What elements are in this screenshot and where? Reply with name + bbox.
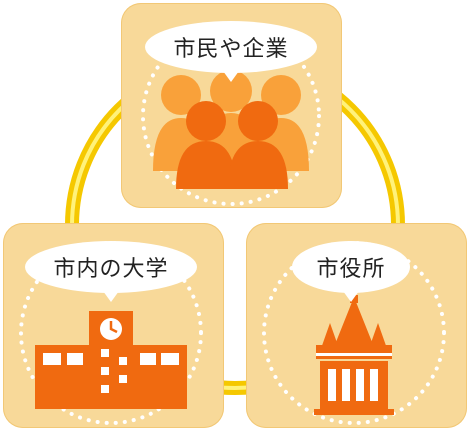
city-hall-label: 市役所 — [316, 257, 386, 282]
city-hall-label-bubble: 市役所 — [292, 241, 410, 302]
citizens-label-bubble: 市民や企業 — [145, 21, 317, 82]
university-building-icon — [19, 241, 203, 425]
citizens-card: 市民や企業 — [121, 3, 342, 208]
university-card: 市内の大学 — [3, 223, 224, 428]
people-icon — [141, 26, 321, 206]
university-label: 市内の大学 — [53, 257, 169, 282]
citizens-label: 市民や企業 — [173, 37, 289, 62]
city-hall-icon — [262, 241, 446, 425]
university-label-bubble: 市内の大学 — [25, 241, 197, 302]
city-hall-card: 市役所 — [246, 223, 467, 428]
